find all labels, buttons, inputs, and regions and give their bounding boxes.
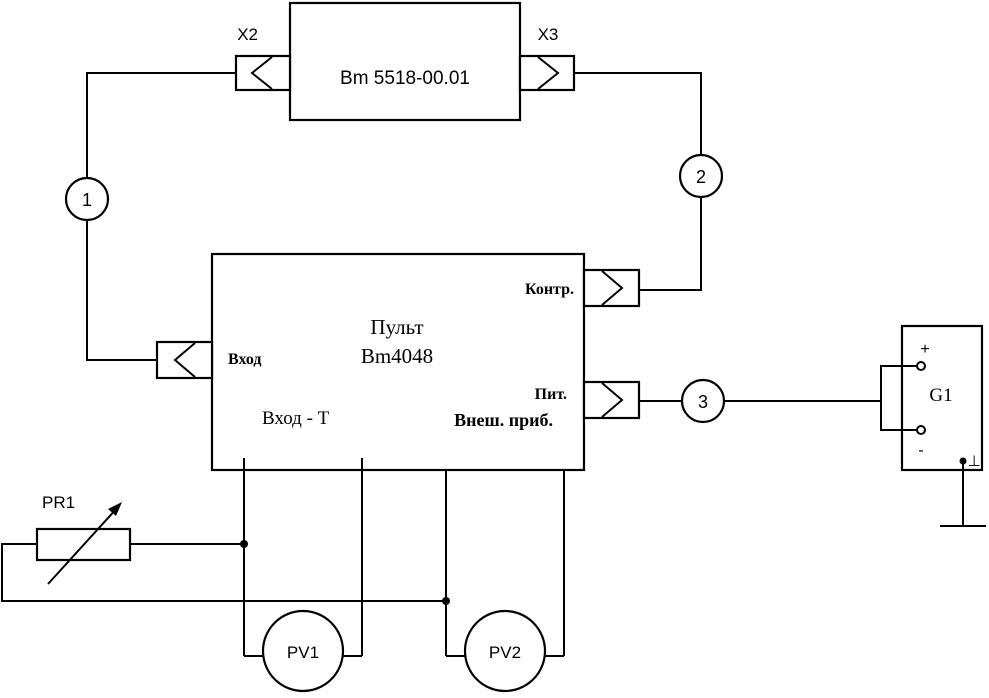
port-external-label: Внеш. приб. — [454, 410, 553, 430]
console: Пульт Bm4048 Вход Вход - Т Контр. Пит. В… — [155, 252, 641, 472]
power-source-label: G1 — [929, 385, 952, 406]
cable-1-label: 1 — [82, 190, 92, 210]
power-source-body — [900, 324, 984, 472]
cable-2-upper-wire — [574, 72, 702, 155]
voltmeter-pv2-label: PV2 — [489, 643, 521, 662]
port-input-t-label: Вход - Т — [262, 408, 330, 429]
console-title: Пульт — [370, 315, 423, 339]
connector-x3-label: X3 — [538, 25, 559, 44]
cable-2-marker — [678, 153, 724, 199]
cable-2-label: 2 — [696, 167, 706, 187]
connector-x2-chevron — [250, 56, 273, 90]
connector-x2-body — [234, 54, 292, 92]
cable-1: 1 — [64, 72, 236, 361]
voltmeter-pv2 — [463, 609, 547, 693]
arrow-head-icon — [108, 502, 122, 516]
junction-dot-2 — [442, 597, 450, 605]
cable-3: 3 — [639, 378, 881, 424]
connector-x2-label: X2 — [237, 25, 258, 44]
variable-resistor-arrow — [47, 506, 119, 585]
cable-2: 2 — [574, 72, 724, 291]
console-model: Bm4048 — [361, 344, 433, 368]
voltmeter-pv1 — [261, 609, 345, 693]
cable-1-marker — [64, 176, 110, 222]
junction-dot-1 — [240, 540, 248, 548]
connector-input-chevron — [173, 342, 196, 378]
voltmeter-pv1-label: PV1 — [287, 643, 319, 662]
cable-3-label: 3 — [698, 392, 708, 412]
cable-3-marker — [680, 378, 726, 424]
connector-control — [582, 268, 641, 308]
plus-sign: + — [920, 341, 929, 358]
lower-wiring: PV1 PV2 PR1 — [1, 458, 565, 693]
connector-x3 — [518, 54, 576, 92]
connector-x3-chevron — [537, 56, 560, 90]
connector-power-body — [582, 380, 641, 420]
connector-x3-body — [518, 54, 576, 92]
connector-input — [155, 340, 214, 380]
connector-power-chevron — [601, 382, 624, 418]
connector-control-body — [582, 268, 641, 308]
power-source-g1: + - G1 ⊥ — [880, 324, 986, 527]
resistor-label: PR1 — [42, 493, 75, 512]
device-top: Bm 5518-00.01 X2 X3 — [234, 1, 576, 122]
connector-control-chevron — [601, 270, 624, 306]
resistor-loop-wire — [1, 543, 446, 602]
cable-1-lower-wire — [86, 220, 157, 361]
port-power-label: Пит. — [535, 386, 567, 403]
port-input-label: Вход — [228, 351, 261, 368]
connector-power — [582, 380, 641, 420]
port-control-label: Контр. — [525, 281, 574, 298]
ground-sign: ⊥ — [967, 453, 980, 470]
device-top-body — [288, 1, 522, 122]
cable-1-upper-wire — [86, 72, 236, 178]
power-source-leads — [880, 365, 919, 431]
connector-input-body — [155, 340, 214, 380]
minus-sign: - — [918, 442, 923, 459]
minus-terminal — [916, 425, 926, 435]
plus-terminal — [916, 361, 926, 371]
device-top-label: Bm 5518-00.01 — [340, 68, 470, 89]
cable-2-lower-wire — [639, 197, 702, 291]
connector-x2 — [234, 54, 292, 92]
